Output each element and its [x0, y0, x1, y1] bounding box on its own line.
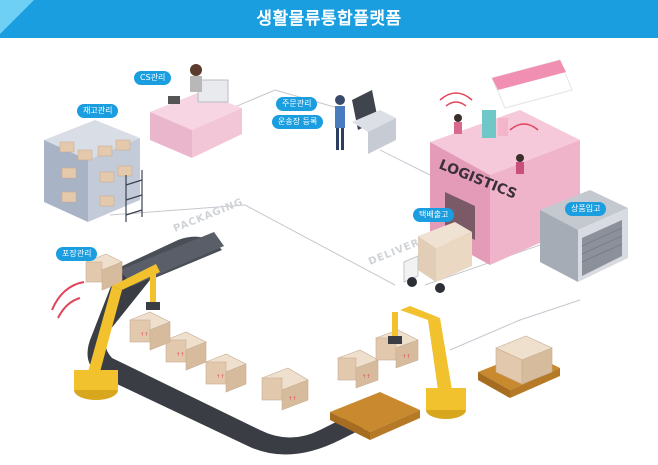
robot-arm-right	[388, 306, 466, 419]
delivery-truck	[403, 222, 472, 293]
waybill-label[interactable]: 운송장 등록	[272, 115, 324, 129]
cs-agent-head	[190, 64, 202, 76]
robot-arm-left	[51, 264, 160, 400]
svg-text:↑↑: ↑↑	[362, 374, 370, 380]
receiving-label[interactable]: 상품입고	[565, 202, 607, 216]
box-handling-marks: ↑↑ ↑↑ ↑↑ ↑↑ ↑↑ ↑↑	[140, 332, 410, 402]
packaging-path-label: PACKAGING	[172, 197, 245, 235]
order-terminal	[335, 90, 396, 154]
cs-desk	[150, 64, 242, 158]
svg-text:↑↑: ↑↑	[288, 396, 296, 402]
order-label[interactable]: 주문관리	[276, 97, 318, 111]
conveyor-boxes	[85, 253, 419, 411]
inventory-shelves	[44, 120, 143, 222]
svg-text:↑↑: ↑↑	[176, 352, 184, 358]
packing-label[interactable]: 포장관리	[56, 247, 98, 261]
receiving-warehouse	[540, 190, 628, 282]
pallet-center	[330, 392, 420, 440]
svg-text:↑↑: ↑↑	[216, 374, 224, 380]
svg-text:↑↑: ↑↑	[140, 332, 148, 338]
dispatch-label[interactable]: 택배출고	[413, 208, 455, 222]
logistics-illustration: PACKAGING DELIVERY	[44, 59, 628, 455]
cs-label[interactable]: CS관리	[134, 71, 172, 85]
svg-text:↑↑: ↑↑	[402, 354, 410, 360]
page-title: 생활물류통합플랫폼	[256, 9, 402, 29]
banner-corner-accent	[0, 0, 34, 34]
pallet-right	[478, 335, 560, 398]
order-worker-head	[335, 95, 345, 105]
header-banner: 생활물류통합플랫폼	[0, 0, 658, 38]
inventory-label[interactable]: 재고관리	[77, 104, 119, 118]
